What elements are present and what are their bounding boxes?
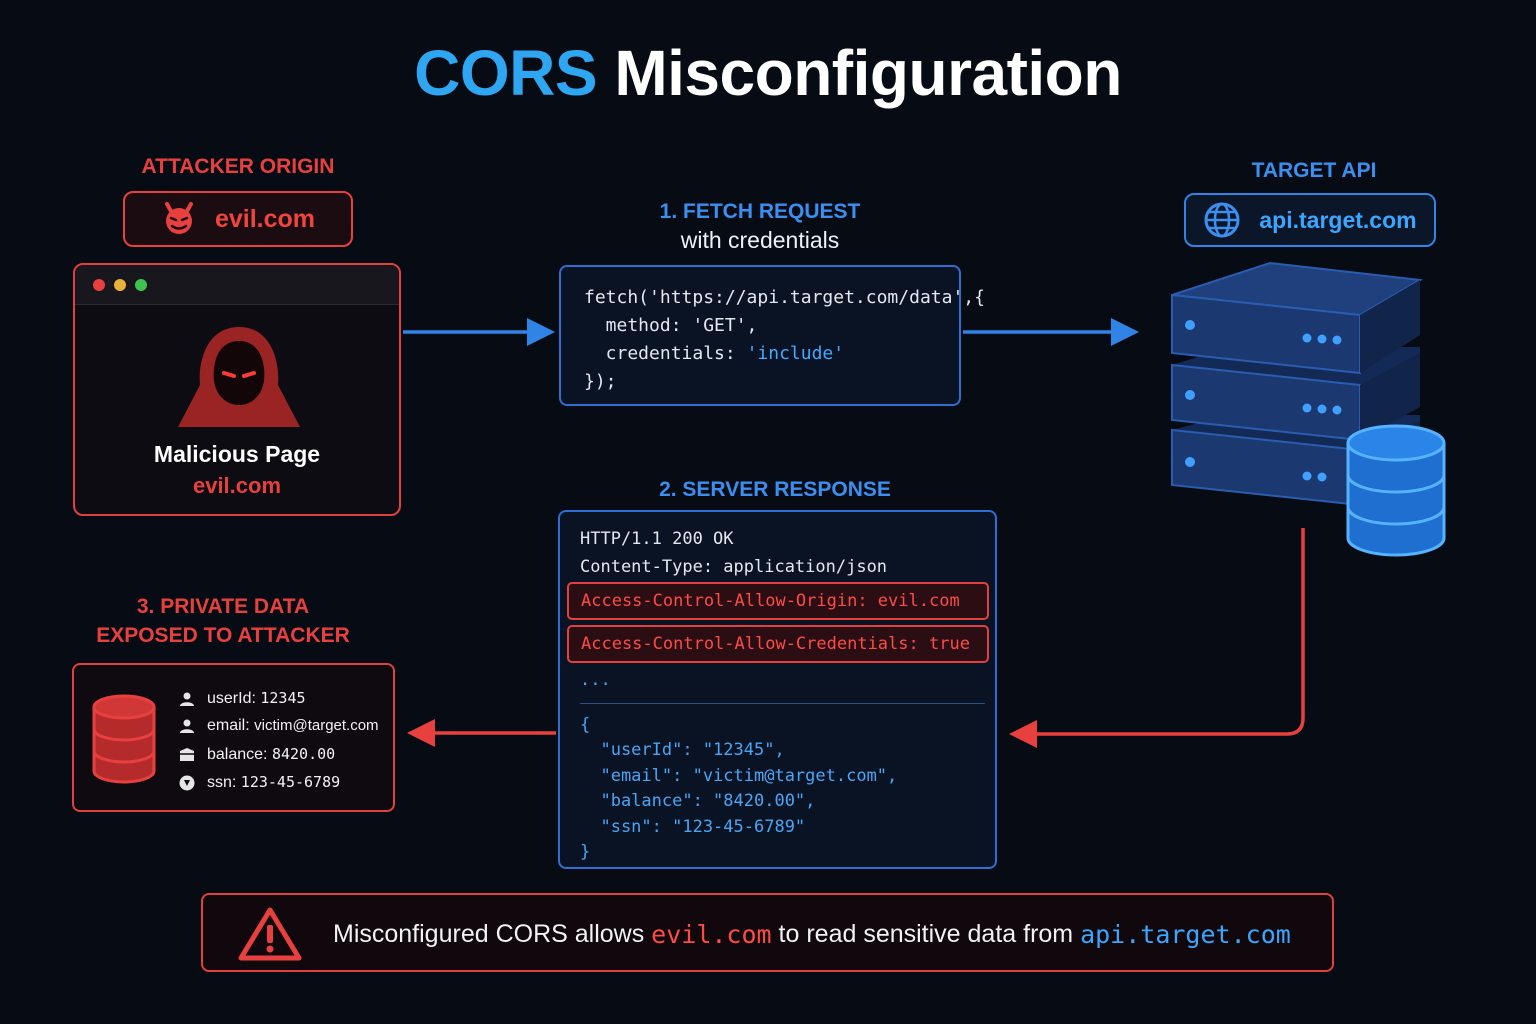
warning-message: Misconfigured CORS allows evil.com to re… [333,895,1291,974]
target-api-label: TARGET API [1251,159,1377,182]
json-line: "ssn": "123-45-6789" [580,817,806,837]
devil-icon [164,202,193,234]
response-divider [580,703,985,704]
exposed-field-ssn: ssn: 123-45-6789 [179,773,340,792]
close-dot-icon [93,278,105,291]
server-response-box: HTTP/1.1 200 OK Content-Type: applicatio… [558,510,997,869]
minimize-dot-icon [114,278,126,291]
attacker-origin-label: ATTACKER ORIGIN [141,155,335,178]
maximize-dot-icon [135,278,147,291]
user-icon [180,692,194,706]
field-key: email: [207,717,250,734]
json-line: "userId": "12345", [580,740,785,760]
warning-text-1: Misconfigured CORS allows [333,920,652,948]
warning-banner: Misconfigured CORS allows evil.com to re… [201,893,1334,972]
hacker-icon [178,327,300,427]
fetch-request-code: fetch('https://api.target.com/data',{ me… [559,265,985,406]
field-key: userId: [207,690,256,707]
code-line-4: }); [584,371,617,392]
warning-icon [238,907,302,961]
target-domain-pill: api.target.com [1184,193,1436,247]
attacker-domain-pill: evil.com [123,191,353,247]
database-icon [1346,424,1446,557]
step2-title: 2. SERVER RESPONSE [659,478,891,501]
id-icon [179,775,195,790]
exposed-field-userid: userId: 12345 [179,689,306,708]
malicious-page-title: Malicious Page [153,441,321,467]
header-allow-credentials: Access-Control-Allow-Credentials: true [567,625,989,663]
code-line-2: method: 'GET', [584,315,758,336]
json-line: } [580,842,591,862]
json-line: { [580,715,591,735]
malicious-page-window: Malicious Page evil.com [73,263,401,516]
title-misconfiguration: Misconfiguration [614,37,1122,109]
code-line-1: fetch('https://api.target.com/data',{ [584,287,985,308]
response-ellipsis: ... [580,670,611,690]
exposed-field-email: email: victim@target.com [179,717,379,735]
code-line-3-value: 'include' [746,343,845,364]
field-key: balance: [207,746,268,763]
exposed-field-balance: balance: 8420.00 [179,745,335,764]
user-icon [180,719,194,733]
globe-icon [1204,202,1240,238]
response-status: HTTP/1.1 200 OK [580,529,734,549]
title-cors: CORS [414,37,598,109]
header-allow-origin: Access-Control-Allow-Origin: evil.com [567,582,989,620]
database-icon [92,694,156,784]
page-title: CORS Misconfiguration [0,36,1536,110]
field-value: 123-45-6789 [240,773,341,791]
step3-title-line1: 3. PRIVATE DATA [136,595,310,618]
step1-subtitle: with credentials [680,227,840,253]
warning-domain-target: api.target.com [1080,920,1291,949]
field-value: victim@target.com [254,717,379,734]
attacker-domain: evil.com [214,204,316,233]
json-line: "email": "victim@target.com", [580,766,898,786]
step1-title: 1. FETCH REQUEST [659,200,861,223]
target-domain: api.target.com [1259,206,1417,233]
code-line-3: credentials: 'include' [584,343,844,364]
warning-domain-attacker: evil.com [651,920,772,949]
response-content-type: Content-Type: application/json [580,557,888,577]
field-value: 8420.00 [271,745,336,763]
malicious-page-domain: evil.com [192,473,282,498]
browser-titlebar [75,265,399,305]
json-line: "balance": "8420.00", [580,791,816,811]
code-line-3-key: credentials: [584,343,747,364]
wallet-icon [180,747,194,761]
server-icon [1171,261,1446,557]
field-value: 12345 [260,689,306,707]
step3-title-line2: EXPOSED TO ATTACKER [96,624,350,647]
warning-text-2: to read sensitive data from [771,920,1081,948]
arrow-server-to-response [1009,528,1305,748]
field-key: ssn: [207,774,237,791]
exposed-data-box: userId: 12345 email: victim@target.com b… [72,663,395,812]
